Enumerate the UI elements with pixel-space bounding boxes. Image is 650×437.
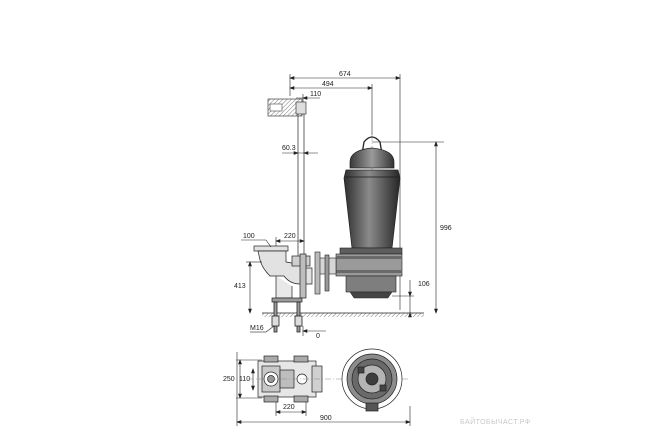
dimension-250 [236,359,262,399]
pump-motor-body [343,169,401,249]
dim-label-m16: M16 [250,325,264,332]
dim-label-250: 250 [223,376,235,383]
pump-motor-cap [349,147,395,169]
dim-label-220-plan: 220 [283,404,295,411]
dim-label-900: 900 [320,415,332,422]
dim-label-60-3: 60.3 [282,145,296,152]
dim-label-494: 494 [322,81,334,88]
dimension-220-top [275,237,305,246]
discharge-connection [314,251,337,295]
dim-label-220-top: 220 [284,233,296,240]
dimension-494 [289,84,373,135]
dimension-900 [236,352,411,426]
sump-floor [262,312,424,317]
dimension-zero [302,326,326,336]
pump-volute [335,247,403,299]
dim-label-106: 106 [418,281,430,288]
duckfoot-base [253,245,313,303]
dimension-220-plan [275,396,307,416]
dim-label-zero: 0 [316,333,320,340]
dim-label-100: 100 [243,233,255,240]
dimension-413 [246,261,262,314]
dim-label-996: 996 [440,225,452,232]
dimension-60-3 [282,151,318,155]
watermark-text: БАЙТОБЫЧАСТ.РФ [460,417,531,426]
anchor-bolts [271,301,303,333]
dimension-m16 [250,325,275,333]
wall-bracket [267,98,307,117]
dim-label-674: 674 [339,71,351,78]
dim-label-110-rail: 110 [310,91,321,98]
dimension-100 [241,239,272,248]
dimension-996 [372,141,444,314]
plan-pump-top-view [341,348,403,412]
dimension-110-plan [251,368,255,391]
dim-label-413: 413 [234,283,246,290]
dim-label-110-plan: 110 [239,376,250,383]
guide-rails [297,114,305,258]
